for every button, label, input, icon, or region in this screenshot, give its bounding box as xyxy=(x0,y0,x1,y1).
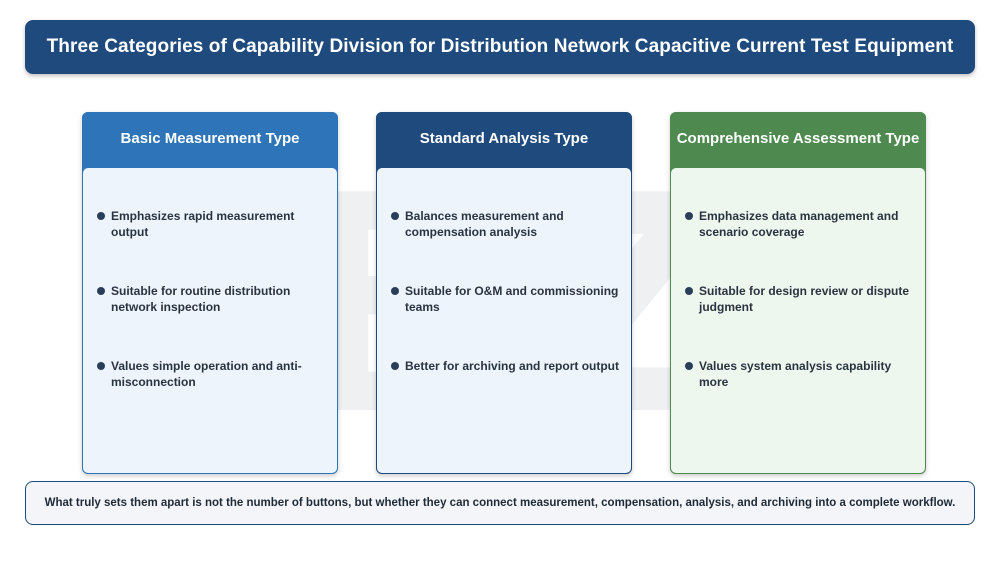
page-title: Three Categories of Capability Division … xyxy=(46,36,954,57)
list-item: Suitable for O&M and commissioning teams xyxy=(391,283,621,315)
list-item: Values simple operation and anti-misconn… xyxy=(97,358,327,390)
bullet-dot-icon xyxy=(97,212,105,220)
list-item: Values system analysis capability more xyxy=(685,358,915,390)
card-basic-measurement: Basic Measurement Type Emphasizes rapid … xyxy=(82,112,338,474)
bullet-dot-icon xyxy=(685,287,693,295)
card-standard-analysis: Standard Analysis Type Balances measurem… xyxy=(376,112,632,474)
bullet-dot-icon xyxy=(391,212,399,220)
list-item: Suitable for routine distribution networ… xyxy=(97,283,327,315)
list-item: Balances measurement and compensation an… xyxy=(391,208,621,240)
bullet-dot-icon xyxy=(685,212,693,220)
card-header: Standard Analysis Type xyxy=(376,112,632,164)
card-body: Emphasizes rapid measurement output Suit… xyxy=(82,167,338,474)
list-item: Emphasizes data management and scenario … xyxy=(685,208,915,240)
title-banner: Three Categories of Capability Division … xyxy=(25,20,975,74)
footer-text: What truly sets them apart is not the nu… xyxy=(44,497,956,509)
bullet-dot-icon xyxy=(685,362,693,370)
card-body: Balances measurement and compensation an… xyxy=(376,167,632,474)
card-header: Comprehensive Assessment Type xyxy=(670,112,926,164)
list-item: Suitable for design review or dispute ju… xyxy=(685,283,915,315)
bullet-dot-icon xyxy=(97,287,105,295)
card-header: Basic Measurement Type xyxy=(82,112,338,164)
card-body: Emphasizes data management and scenario … xyxy=(670,167,926,474)
bullet-dot-icon xyxy=(97,362,105,370)
bullet-dot-icon xyxy=(391,287,399,295)
list-item: Better for archiving and report output xyxy=(391,358,621,374)
footer-note: What truly sets them apart is not the nu… xyxy=(25,481,975,525)
bullet-dot-icon xyxy=(391,362,399,370)
list-item: Emphasizes rapid measurement output xyxy=(97,208,327,240)
card-comprehensive-assessment: Comprehensive Assessment Type Emphasizes… xyxy=(670,112,926,474)
